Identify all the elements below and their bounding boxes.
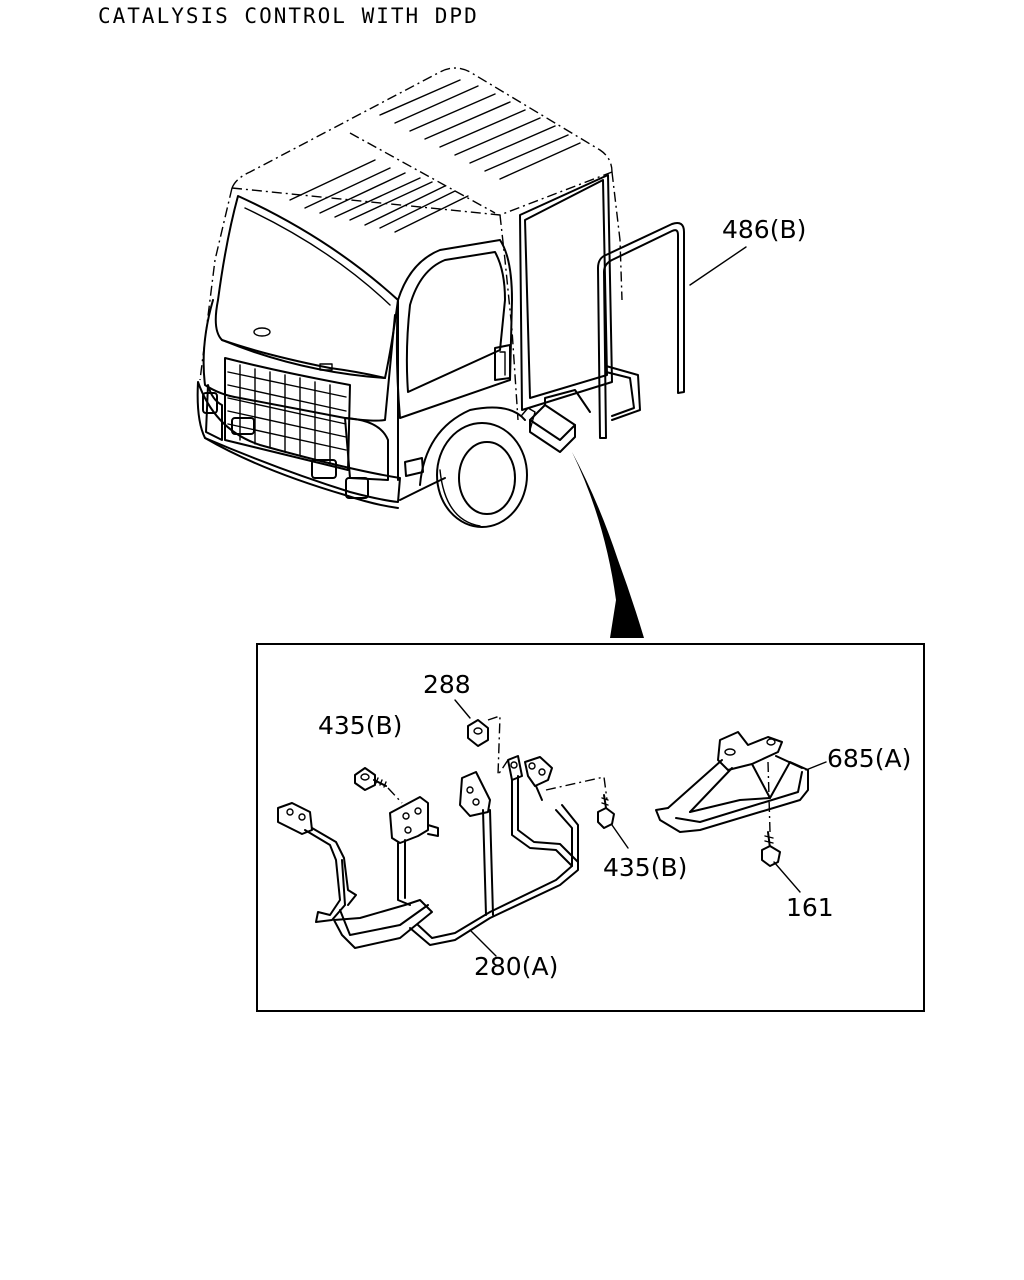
callout-280a: 280(A): [474, 952, 558, 981]
bolt-435b-left: [354, 767, 403, 804]
leader-685a: [805, 761, 827, 771]
nut-288: [467, 715, 509, 778]
step-bar-685a: [655, 731, 809, 833]
callout-161: 161: [786, 893, 834, 922]
truck-cab-illustration: [196, 67, 623, 528]
leader-288: [454, 699, 471, 719]
leader-280a: [469, 929, 497, 957]
step-bracket-280a: [277, 755, 579, 949]
callout-435b-left: 435(B): [318, 711, 402, 740]
detail-view-frame: [256, 643, 925, 1012]
callout-486b: 486(B): [722, 215, 806, 244]
callout-685a: 685(A): [827, 744, 911, 773]
diagram-title: CATALYSIS CONTROL WITH DPD: [98, 4, 479, 28]
bolt-435b-right: [545, 776, 615, 829]
grab-handle-486b: [597, 222, 685, 439]
callout-435b-right: 435(B): [603, 853, 687, 882]
detail-pointer-arrow: [572, 452, 644, 638]
callout-288: 288: [423, 670, 471, 699]
leader-486b: [689, 246, 747, 286]
bolt-161: [761, 761, 781, 867]
leader-435b-right: [611, 824, 629, 849]
leader-161: [773, 861, 801, 893]
